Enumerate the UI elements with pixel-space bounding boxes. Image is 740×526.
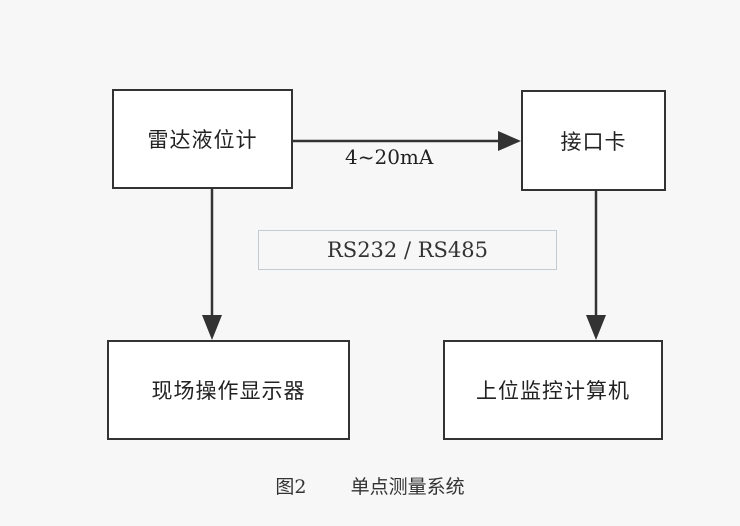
bus-label: RS232 / RS485 (327, 238, 488, 262)
figure-caption: 图2 单点测量系统 (0, 472, 740, 499)
bus-label-box: RS232 / RS485 (258, 230, 557, 270)
arrowhead-host (586, 315, 606, 340)
arrowhead-card (498, 131, 521, 151)
arrowhead-display (202, 315, 222, 340)
field-display-box: 现场操作显示器 (107, 340, 350, 440)
radar-level-meter-label: 雷达液位计 (147, 128, 258, 152)
field-display-label: 现场操作显示器 (151, 379, 306, 403)
caption-title: 单点测量系统 (350, 476, 465, 498)
interface-card-label: 接口卡 (560, 129, 627, 154)
host-computer-label: 上位监控计算机 (476, 379, 630, 403)
radar-level-meter-box: 雷达液位计 (112, 89, 293, 189)
host-computer-box: 上位监控计算机 (443, 340, 663, 440)
signal-label: 4~20mA (345, 145, 434, 169)
interface-card-box: 接口卡 (521, 90, 666, 191)
caption-number: 图2 (275, 476, 307, 498)
